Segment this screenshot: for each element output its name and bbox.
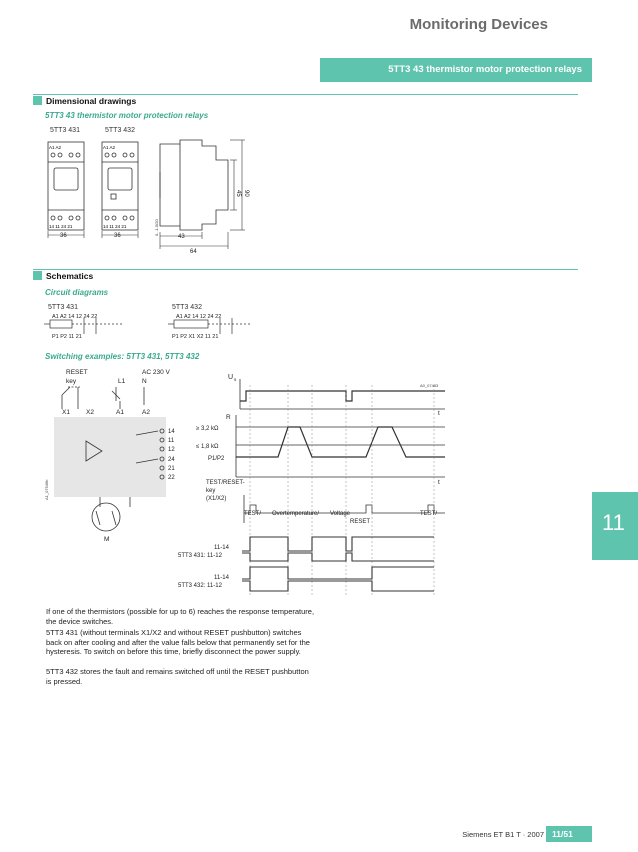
page-title: Monitoring Devices [409, 16, 548, 33]
us-label: U [228, 374, 233, 381]
circuit-label-432: 5TT3 432 [172, 304, 202, 311]
page-number-box: 11/51 [546, 826, 592, 842]
side-view-outline [159, 139, 229, 231]
event-voltage-failure: Voltage [330, 511, 351, 517]
timing-id-code: A0_07483 [420, 383, 439, 388]
dim-90: 90 [243, 190, 249, 197]
motor-label: M [104, 536, 109, 543]
event-reset: RESET [350, 519, 370, 525]
row-11-14-a: 11-14 [214, 545, 230, 551]
row-5tt3-432: 5TT3 432: 11-12 [178, 583, 223, 589]
circuit-diagram-431: A1 A2 14 12 24 22 P1 P2 11 21 [44, 314, 124, 340]
terminal-21: 21 [168, 466, 175, 472]
test-reset-key-label-2: key [206, 488, 215, 494]
dim-36-a: 36 [60, 233, 67, 239]
test-reset-key-label: TEST/RESET- [206, 480, 245, 486]
x2-label: X2 [86, 409, 94, 416]
circuit-heading: Circuit diagrams [45, 288, 109, 297]
reset-key-label: RESET [66, 369, 88, 376]
circuit-432-top: A1 A2 14 12 24 22 [176, 314, 221, 320]
device-431-outline [47, 141, 85, 231]
a1-label: A1 [116, 409, 124, 416]
row-5tt3-431: 5TT3 431: 11-12 [178, 553, 223, 559]
dimensional-heading-text: Dimensional drawings [46, 96, 137, 106]
circuit-label-431: 5TT3 431 [48, 304, 78, 311]
paragraph-1: If one of the thermistors (possible for … [46, 607, 315, 626]
page-number: 11/51 [552, 829, 573, 839]
label-5tt3-431: 5TT3 431 [50, 127, 80, 134]
terminal-12: 12 [168, 447, 175, 453]
r-low-threshold: ≤ 1,8 kΩ [196, 444, 219, 450]
schematics-heading-text: Schematics [46, 271, 94, 281]
x1-label: X1 [62, 409, 70, 416]
timing-diagram: U s A0_07483 R t t ≥ 3,2 kΩ ≤ 1,8 kΩ P1/… [178, 374, 445, 595]
device-432-outline [101, 141, 139, 231]
dim-43: 43 [178, 234, 185, 240]
terminal-22: 22 [168, 475, 175, 481]
paragraph-3: 5TT3 432 stores the fault and remains sw… [46, 667, 309, 686]
a2-label: A2 [142, 409, 150, 416]
side-plate-note: 0...1.5/20 [154, 219, 159, 236]
device-432-top-terms: A1 A2 [103, 145, 116, 150]
row-11-14-b: 11-14 [214, 575, 230, 581]
footer-source: Siemens ET B1 T · 2007 [462, 830, 544, 839]
section-rule [33, 269, 578, 270]
dimensional-subheading: 5TT3 43 thermistor motor protection rela… [45, 111, 209, 120]
l1-label: L1 [118, 378, 126, 385]
us-subscript: s [234, 377, 237, 382]
dim-64: 64 [190, 249, 197, 255]
device-431-bottom-terms: 14 11 24 21 [49, 224, 73, 229]
test-reset-key-label-3: (X1/X2) [206, 496, 226, 502]
section-rule [33, 94, 578, 95]
wiring-id-code: A1_07546b [44, 479, 49, 500]
t-label-2: t [438, 479, 440, 486]
event-overtemperature: Overtemperature/ [272, 511, 319, 517]
dim-36-b: 36 [114, 233, 121, 239]
n-label: N [142, 378, 147, 385]
circuit-431-bottom: P1 P2 11 21 [52, 334, 82, 340]
schematics-heading: Schematics [33, 271, 93, 281]
subtitle-bar: 5TT3 43 thermistor motor protection rela… [320, 58, 592, 82]
event-test-reset-1: TEST/ [244, 511, 261, 517]
reset-key-label-2: key [66, 378, 77, 385]
subtitle: 5TT3 43 thermistor motor protection rela… [388, 64, 582, 75]
r-label: R [226, 414, 231, 421]
paragraph-2: 5TT3 431 (without terminals X1/X2 and wi… [46, 628, 310, 656]
dimensional-heading: Dimensional drawings [33, 96, 136, 106]
section-marker [33, 271, 42, 280]
device-431-top-terms: A1 A2 [49, 145, 62, 150]
terminal-24: 24 [168, 457, 175, 463]
p1p2-label: P1/P2 [208, 456, 225, 462]
section-marker [33, 96, 42, 105]
ac-label: AC 230 V [142, 369, 170, 376]
r-high-threshold: ≥ 3,2 kΩ [196, 426, 219, 432]
chapter-tab: 11 [592, 492, 638, 560]
dim-45: 45 [235, 190, 241, 197]
label-5tt3-432: 5TT3 432 [105, 127, 135, 134]
circuit-431-top: A1 A2 14 12 24 22 [52, 314, 97, 320]
device-432-bottom-terms: 14 11 24 21 [103, 224, 127, 229]
terminal-11: 11 [168, 438, 175, 444]
chapter-number: 11 [602, 510, 625, 535]
circuit-432-bottom: P1 P2 X1 X2 11 21 [172, 334, 218, 340]
terminal-14: 14 [168, 429, 175, 435]
switching-heading: Switching examples: 5TT3 431, 5TT3 432 [45, 352, 200, 361]
wiring-diagram: RESET key L1 AC 230 V N X1 X2 A1 A2 14 1… [44, 369, 175, 543]
circuit-diagram-432: A1 A2 14 12 24 22 P1 P2 X1 X2 11 21 [168, 314, 252, 340]
event-test-reset-2: TEST/ [420, 511, 437, 517]
dimensional-drawing: A1 A2 14 11 24 21 A1 A2 14 11 24 21 36 3… [47, 139, 249, 255]
t-label-1: t [438, 410, 440, 417]
